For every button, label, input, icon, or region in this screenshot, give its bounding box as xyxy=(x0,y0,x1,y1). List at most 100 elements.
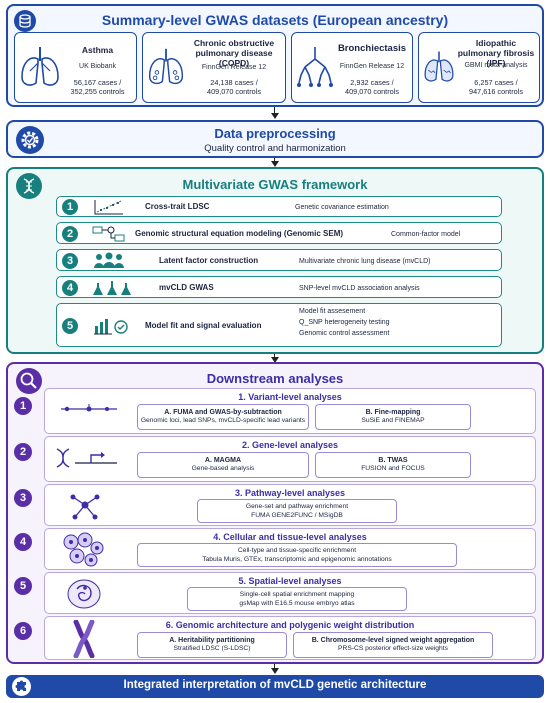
chromosome-icon xyxy=(71,620,97,658)
step-title: Latent factor construction xyxy=(159,256,259,265)
step-number: 1 xyxy=(62,199,78,215)
downstream-section-1: 1. Variant-level analyses A. FUMA and GW… xyxy=(44,388,536,434)
framework-panel: Multivariate GWAS framework 1 Cross-trai… xyxy=(6,167,544,354)
connector-arrow xyxy=(271,668,279,674)
downstream-section-3: 3. Pathway-level analyses Gene-set and p… xyxy=(44,484,536,526)
downstream-section-4: 4. Cellular and tissue-level analyses Ce… xyxy=(44,528,536,570)
flasks-icon xyxy=(91,279,133,297)
lungs-icon xyxy=(146,43,186,91)
dataset-card-copd: Chronic obstructive pulmonary disease (C… xyxy=(142,32,286,103)
gear-icon xyxy=(16,126,44,154)
analysis-desc: Stratified LDSC (S-LDSC) xyxy=(173,645,251,652)
section-title: 5. Spatial-level analyses xyxy=(238,576,342,586)
framework-step-5: 5 Model fit and signal evaluation Model … xyxy=(56,303,502,347)
framework-step-2: 2 Genomic structural equation modeling (… xyxy=(56,222,502,244)
dataset-cases: 56,167 cases / xyxy=(73,78,122,87)
section-number: 5 xyxy=(14,577,32,595)
dataset-source: UK Biobank xyxy=(79,63,116,70)
dataset-card-bronchiectasis: Bronchiectasis FinnGen Release 12 2,932 … xyxy=(291,32,413,103)
downstream-title: Downstream analyses xyxy=(206,371,344,386)
people-icon xyxy=(91,252,127,270)
downstream-panel: Downstream analyses 1 1. Variant-level a… xyxy=(6,362,544,664)
step-number: 2 xyxy=(62,226,78,242)
lungs-icon xyxy=(18,43,62,91)
analysis-desc: Gene-based analysis xyxy=(191,465,255,472)
connector-arrow xyxy=(271,357,279,363)
step-desc: Genomic control assessment xyxy=(299,330,390,337)
sem-model-icon xyxy=(91,225,127,243)
step-number: 4 xyxy=(62,280,78,296)
dataset-name: Bronchiectasis xyxy=(337,43,407,54)
dataset-controls: 409,070 controls xyxy=(207,87,261,96)
section-number: 3 xyxy=(14,489,32,507)
preprocessing-subtitle: Quality control and harmonization xyxy=(204,143,346,154)
section-title: 6. Genomic architecture and polygenic we… xyxy=(165,620,415,630)
framework-step-3: 3 Latent factor construction Multivariat… xyxy=(56,249,502,271)
analysis-desc: Tabula Muris, GTEx, transcriptomic and e… xyxy=(202,555,392,563)
preprocessing-panel: Data preprocessing Quality control and h… xyxy=(6,120,544,158)
dataset-source: FinnGen Release 12 xyxy=(339,63,405,70)
magnifier-icon xyxy=(16,368,42,394)
step-desc: Model fit assesement xyxy=(299,308,366,315)
network-icon xyxy=(65,491,105,523)
dataset-controls: 409,070 controls xyxy=(345,87,399,96)
analysis-title: B. TWAS xyxy=(378,457,408,464)
analysis-desc: SuSiE and FINEMAP xyxy=(361,417,425,424)
connector-arrow xyxy=(271,113,279,119)
cells-icon xyxy=(61,532,105,568)
preprocessing-title: Data preprocessing xyxy=(214,126,336,141)
dataset-cases: 6,257 cases / xyxy=(474,78,518,87)
datasets-panel: Summary-level GWAS datasets (European an… xyxy=(6,4,544,107)
step-title: Cross-trait LDSC xyxy=(145,202,210,211)
connector-arrow xyxy=(271,161,279,167)
framework-step-4: 4 mvCLD GWAS SNP-level mvCLD association… xyxy=(56,276,502,298)
analysis-box: B. Fine-mapping SuSiE and FINEMAP xyxy=(315,404,471,430)
analysis-box: B. Chromosome-level signed weight aggreg… xyxy=(293,632,493,658)
datasets-title: Summary-level GWAS datasets (European an… xyxy=(101,12,449,28)
analysis-title: B. Chromosome-level signed weight aggreg… xyxy=(311,637,475,644)
framework-step-1: 1 Cross-trait LDSC Genetic covariance es… xyxy=(56,196,502,217)
analysis-box: Gene-set and pathway enrichment FUMA GEN… xyxy=(197,499,397,523)
step-title: Genomic structural equation modeling (Ge… xyxy=(135,229,344,238)
step-desc: Common-factor model xyxy=(391,231,461,238)
analysis-box: A. FUMA and GWAS-by-subtraction Genomic … xyxy=(137,404,309,430)
step-number: 3 xyxy=(62,253,78,269)
footer-banner: Integrated interpretation of mvCLD genet… xyxy=(6,675,544,698)
dataset-card-ipf: Idiopathic pulmonary fibrosis (IPF) GBMI… xyxy=(418,32,540,103)
section-title: 2. Gene-level analyses xyxy=(241,440,339,450)
analysis-desc: FUMA GENE2FUNC / MSigDB xyxy=(251,511,343,519)
downstream-section-2: 2. Gene-level analyses A. MAGMA Gene-bas… xyxy=(44,436,536,482)
dataset-controls: 947,616 controls xyxy=(469,87,523,96)
analysis-desc: FUSION and FOCUS xyxy=(361,465,425,472)
embryo-icon xyxy=(65,577,103,611)
dataset-source: FinnGen Release 12 xyxy=(201,64,267,71)
analysis-box: Cell-type and tissue-specific enrichment… xyxy=(137,543,457,567)
analysis-title: B. Fine-mapping xyxy=(365,409,421,416)
trend-icon xyxy=(93,198,125,216)
dataset-name: Idiopathic pulmonary fibrosis (IPF) xyxy=(457,38,535,68)
section-title: 1. Variant-level analyses xyxy=(238,392,342,402)
analysis-title: A. FUMA and GWAS-by-subtraction xyxy=(164,409,282,416)
dataset-card-asthma: Asthma UK Biobank 56,167 cases / 352,255… xyxy=(14,32,137,103)
step-desc: SNP-level mvCLD association analysis xyxy=(299,285,420,292)
analysis-box: A. Heritability partitioning Stratified … xyxy=(137,632,287,658)
step-desc: Q_SNP heterogeneity testing xyxy=(299,319,390,326)
section-number: 4 xyxy=(14,533,32,551)
analysis-desc: Single-cell spatial enrichment mapping xyxy=(239,591,355,598)
database-icon xyxy=(14,10,36,32)
section-number: 6 xyxy=(14,622,32,640)
variant-track-icon xyxy=(59,402,119,416)
dna-icon xyxy=(16,173,42,199)
analysis-title: A. Heritability partitioning xyxy=(169,637,255,644)
analysis-desc: PRS-CS posterior effect-size weights xyxy=(338,645,448,652)
dataset-name: Asthma xyxy=(81,45,114,55)
bar-chart-check-icon xyxy=(93,316,129,336)
downstream-section-6: 6. Genomic architecture and polygenic we… xyxy=(44,616,536,660)
connector-line xyxy=(274,664,275,670)
dataset-controls: 352,255 controls xyxy=(70,87,125,96)
bronchi-icon xyxy=(295,43,335,91)
puzzle-icon xyxy=(12,677,31,696)
step-desc: Multivariate chronic lung disease (mvCLD… xyxy=(299,258,431,265)
step-desc: Genetic covariance estimation xyxy=(295,204,389,211)
analysis-desc: Cell-type and tissue-specific enrichment xyxy=(237,547,357,554)
